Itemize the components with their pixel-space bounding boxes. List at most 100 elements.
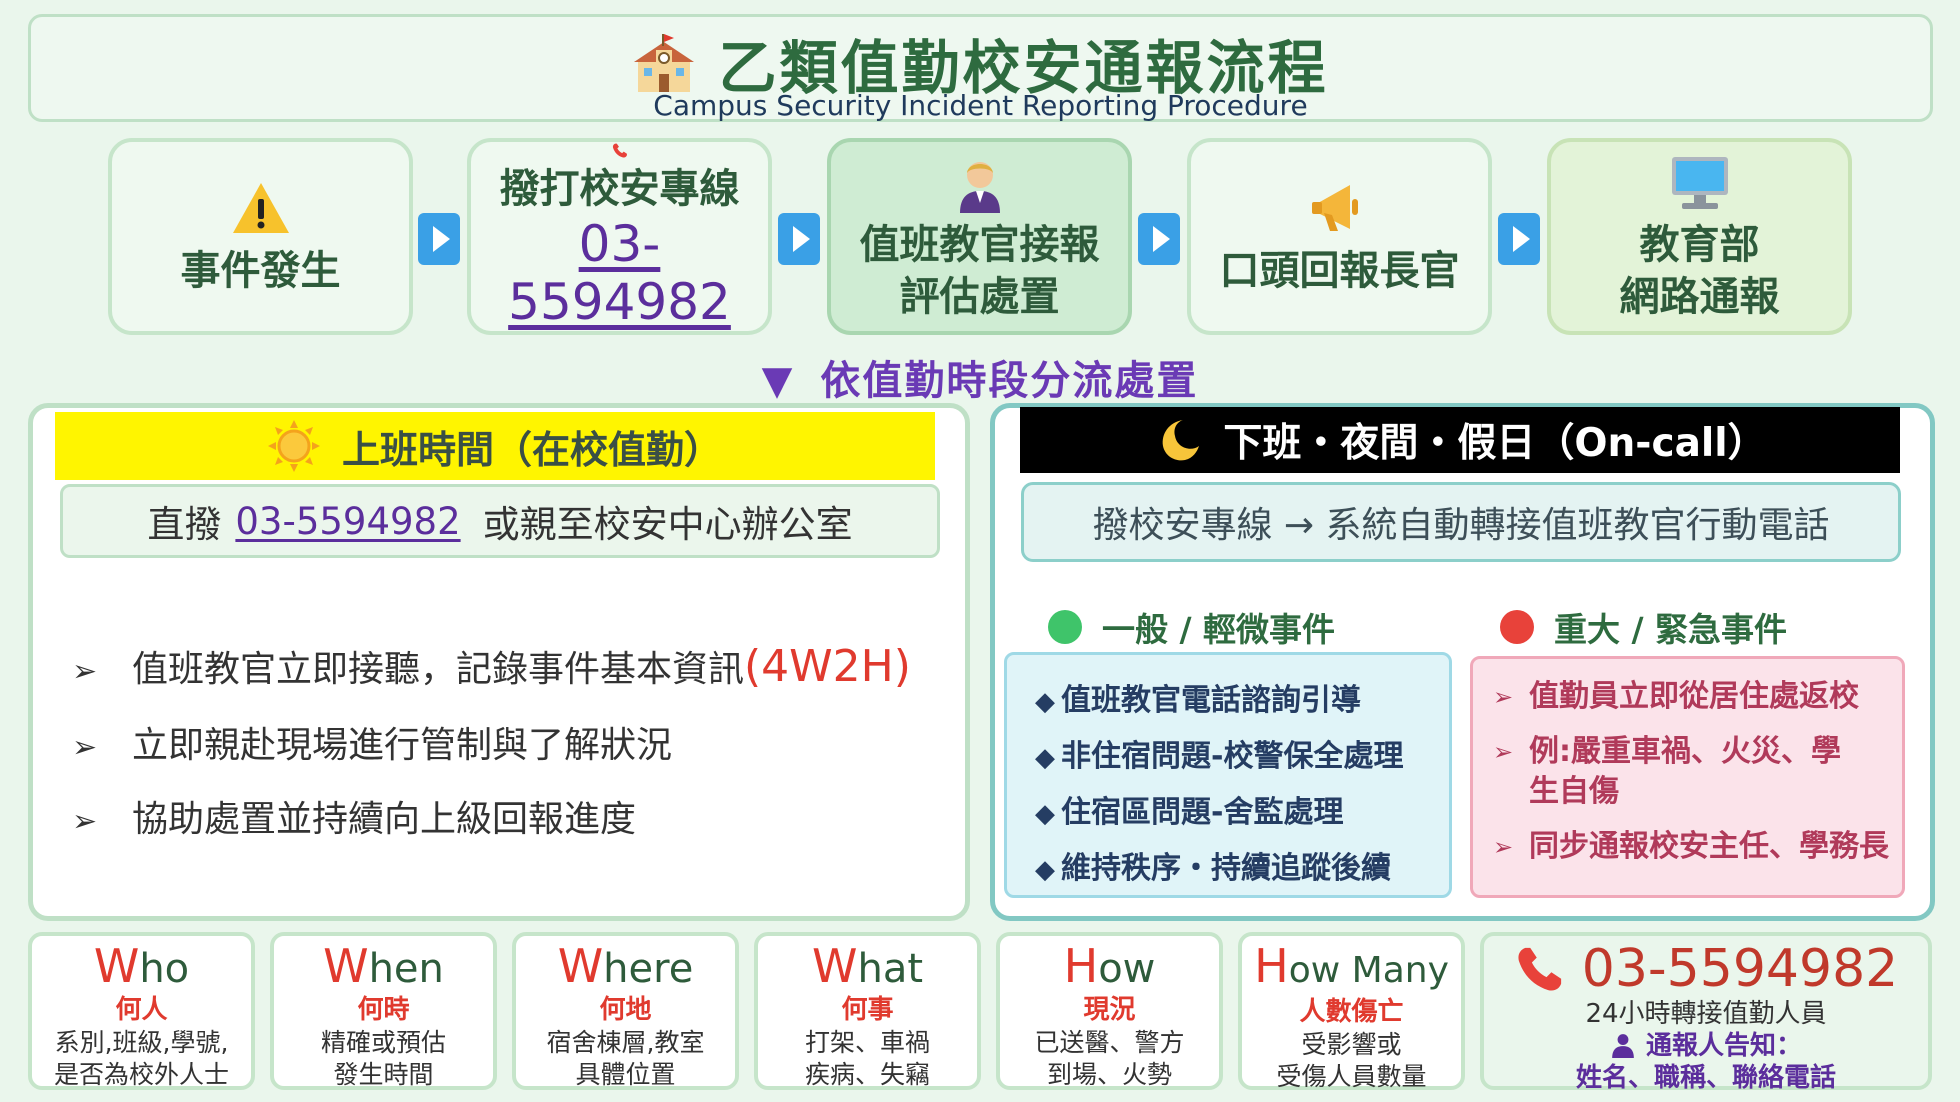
page-title: 乙類值勤校安通報流程: [31, 21, 1930, 105]
list-item: ◆非住宿問題-校警保全處理: [1035, 731, 1449, 787]
w5h-card-where: Where 何地 宿舍棟層,教室 具體位置: [512, 932, 739, 1090]
list-item: ➢ 例:嚴重車禍、火災、學生自傷: [1493, 732, 1863, 812]
flow-arrow: [1138, 213, 1180, 265]
officer-icon: [959, 161, 1000, 213]
list-item: ➢同步通報校安主任、學務長: [1493, 827, 1902, 867]
card-title: What: [811, 939, 924, 993]
card-title: Where: [557, 939, 694, 993]
item-text: 住宿區問題-舍監處理: [1061, 795, 1344, 830]
diamond-icon: ◆: [1035, 743, 1055, 773]
item-text: 立即親赴現場進行管制與了解狀況: [132, 725, 673, 766]
item-text: 例:嚴重車禍、火災、學生自傷: [1529, 734, 1841, 809]
item-text: 值班教官電話諮詢引導: [1061, 683, 1361, 718]
moon-icon: [1163, 420, 1200, 461]
step-call-hotline: 撥打校安專線 03-5594982: [467, 138, 772, 335]
chevron-right-icon: ➢: [72, 730, 98, 765]
list-item: ➢ 值勤員立即從居住處返校: [1493, 677, 1902, 717]
card-desc: 打架、車禍: [804, 1028, 930, 1057]
minor-incident-box: ◆值班教官電話諮詢引導 ◆非住宿問題-校警保全處理 ◆住宿區問題-舍監處理 ◆維…: [1004, 652, 1452, 898]
list-item: ➢ 協助處置並持續向上級回報進度: [72, 790, 636, 842]
card-desc: 到場、火勢: [1046, 1060, 1172, 1089]
step-verbal-report: 口頭回報長官: [1187, 138, 1492, 335]
card-title: Who: [93, 939, 190, 993]
card-desc: 是否為校外人士: [53, 1060, 229, 1089]
person-icon: [1612, 1034, 1634, 1058]
direct-prefix: 直撥: [147, 503, 222, 546]
daytime-direct-dial: 直撥 03-5594982 或親至校安中心辦公室: [60, 484, 940, 558]
item-text: 協助處置並持續向上級回報進度: [132, 799, 637, 840]
card-zh-label: 人數傷亡: [1299, 997, 1404, 1027]
diamond-icon: ◆: [1035, 799, 1055, 829]
item-text: 值勤員立即從居住處返校: [1529, 679, 1859, 714]
w5h-card-what: What 何事 打架、車禍 疾病、失竊: [754, 932, 981, 1090]
chevron-right-icon: ➢: [72, 804, 98, 839]
chevron-right-icon: ➢: [1493, 683, 1514, 711]
card-zh-label: 何事: [841, 995, 894, 1025]
direct-phone-link[interactable]: 03-5594982: [235, 499, 461, 543]
contact-24h-note: 24小時轉接值勤人員: [1585, 999, 1827, 1029]
major-incident-box: ➢ 值勤員立即從居住處返校 ➢ 例:嚴重車禍、火災、學生自傷 ➢同步通報校安主任、學…: [1470, 656, 1905, 898]
step-label: 口頭回報長官: [1219, 247, 1460, 294]
step-moe-online-report: 教育部 網路通報: [1547, 138, 1852, 335]
card-desc: 宿舍棟層,教室: [546, 1028, 705, 1057]
triangle-down-icon: ▼: [761, 358, 795, 404]
w5h-card-how: How 現況 已送醫、警方 到場、火勢: [996, 932, 1223, 1090]
hotline-phone-link[interactable]: 03-5594982: [508, 215, 731, 331]
item-text: 值班教官立即接聽，記錄事件基本資訊: [132, 649, 745, 690]
sun-icon: [267, 420, 320, 472]
list-item: ➢值班教官立即接聽，記錄事件基本資訊(4W2H): [72, 640, 911, 692]
card-zh-label: 現況: [1083, 995, 1136, 1025]
minor-label-text: 一般 / 輕微事件: [1102, 610, 1336, 649]
card-desc: 疾病、失竊: [804, 1060, 930, 1089]
w5h-card-how-many: How Many 人數傷亡 受影響或 受傷人員數量: [1238, 932, 1465, 1091]
computer-icon: [1671, 156, 1728, 209]
night-auto-transfer: 撥校安專線 → 系統自動轉接值班教官行動電話: [1021, 482, 1901, 562]
chevron-right-icon: ➢: [1493, 738, 1514, 766]
card-desc: 系別,班級,學號,: [54, 1028, 229, 1057]
contact-notify-text: 通報人告知：: [1645, 1031, 1802, 1061]
list-item: ◆值班教官電話諮詢引導: [1035, 675, 1449, 731]
contact-notify-line: 通報人告知：: [1484, 1030, 1928, 1062]
card-desc: 發生時間: [333, 1060, 434, 1089]
card-desc: 精確或預估: [320, 1028, 446, 1057]
chevron-right-icon: ➢: [72, 654, 98, 689]
school-building-icon: [634, 34, 695, 92]
step-label-line2: 網路通報: [1619, 273, 1780, 320]
step-label: 事件發生: [180, 247, 341, 294]
w5h-card-who: Who 何人 系別,班級,學號, 是否為校外人士: [28, 932, 255, 1090]
header-banner: 乙類值勤校安通報流程 Campus Security Incident Repo…: [28, 14, 1933, 122]
major-category-label: 重大 / 緊急事件: [1500, 603, 1787, 651]
split-label-text: 依值勤時段分流處置: [820, 358, 1199, 404]
diamond-icon: ◆: [1035, 855, 1055, 885]
card-zh-label: 何地: [599, 995, 652, 1025]
major-label-text: 重大 / 緊急事件: [1554, 610, 1788, 649]
card-title: When: [323, 939, 444, 993]
step-label: 撥打校安專線: [499, 166, 740, 212]
night-header: 下班・夜間・假日（On-call）: [1020, 407, 1900, 473]
direct-suffix: 或親至校安中心辦公室: [482, 503, 853, 546]
contact-phone[interactable]: 03-5594982: [1484, 940, 1928, 998]
step-incident: 事件發生: [108, 138, 413, 335]
megaphone-icon: [1311, 184, 1358, 231]
warning-icon: [232, 182, 289, 233]
card-title: How Many: [1254, 939, 1449, 993]
daytime-title: 上班時間（在校值勤）: [341, 427, 722, 472]
contact-required-fields: 姓名、職稱、聯絡電話: [1575, 1063, 1836, 1093]
w5h-card-when: When 何時 精確或預估 發生時間: [270, 932, 497, 1090]
minor-category-label: 一般 / 輕微事件: [1048, 603, 1335, 651]
contact-phone-number[interactable]: 03-5594982: [1581, 939, 1899, 999]
card-desc: 受傷人員數量: [1276, 1062, 1427, 1091]
flow-arrow: [778, 213, 820, 265]
chevron-right-icon: ➢: [1493, 833, 1514, 861]
item-text: 非住宿問題-校警保全處理: [1061, 739, 1404, 774]
green-dot-icon: [1048, 610, 1082, 644]
card-title: How: [1063, 939, 1156, 993]
flow-arrow: [418, 213, 460, 265]
step-label: 教育部: [1639, 221, 1760, 268]
step-label-line2: 評估處置: [899, 273, 1060, 320]
flow-arrow: [1498, 213, 1540, 265]
list-item: ◆住宿區問題-舍監處理: [1035, 787, 1449, 843]
step-label: 值班教官接報: [859, 221, 1100, 268]
phone-icon: [612, 143, 627, 158]
list-item: ◆維持秩序・持續追蹤後續: [1035, 843, 1449, 899]
